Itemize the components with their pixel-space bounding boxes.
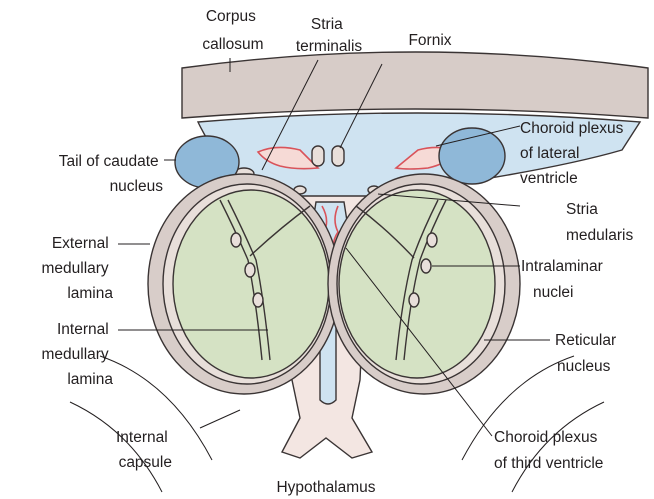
label-tail-caudate: Tail of caudate nucleus (59, 153, 164, 195)
thalamus-left (148, 174, 340, 394)
label-internal-lamina: Internal medullary lamina (41, 321, 113, 388)
caudate-right (439, 128, 505, 184)
label-hypothalamus: Hypothalamus (276, 479, 375, 496)
label-internal-capsule: Internal capsule (116, 429, 172, 471)
label-choroid-plexus-third: Choroid plexus of third ventricle (494, 429, 603, 472)
label-fornix: Fornix (408, 32, 451, 49)
label-reticular: Reticular nucleus (555, 332, 620, 375)
label-corpus-callosum: Corpus callosum (202, 8, 263, 53)
corpus-callosum (182, 52, 648, 118)
label-external-lamina: External medullary lamina (41, 235, 113, 302)
internal-capsule-right-outer (512, 402, 604, 492)
label-stria-terminalis: Stria terminalis (296, 16, 363, 55)
internal-capsule-left-outer (70, 402, 162, 492)
label-intralaminar: Intralaminar nuclei (521, 258, 607, 301)
label-stria-medullaris: Stria medularis (566, 201, 633, 244)
thalamus-right (328, 174, 520, 394)
